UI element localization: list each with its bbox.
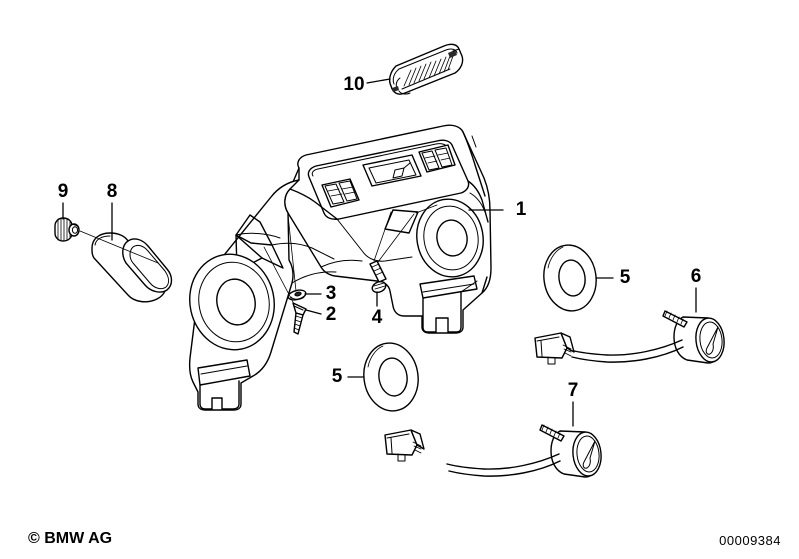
part-9-knurled-nut <box>54 217 80 242</box>
copyright-notice: © BMW AG <box>28 530 113 547</box>
pointer-to-screw-4 <box>373 211 392 262</box>
callout-number-7: 7 <box>568 380 579 401</box>
leader-2 <box>305 309 322 315</box>
part-5-speaker-bezel-ring-lower <box>363 342 419 412</box>
callout-number-3: 3 <box>326 283 337 304</box>
pointer-to-screw-2 <box>263 246 295 305</box>
pointer-to-screw-4b <box>377 213 415 263</box>
part-7-tweeter-speaker-lower <box>384 424 602 478</box>
diagram-id-number: 00009384 <box>719 533 781 548</box>
callout-number-1: 1 <box>516 199 527 220</box>
callout-number-9: 9 <box>58 181 69 202</box>
callout-number-6: 6 <box>691 266 702 287</box>
callout-number-4: 4 <box>372 307 383 328</box>
callout-number-10: 10 <box>343 74 364 95</box>
part-8-speaker-housing <box>91 232 173 303</box>
leader-10 <box>366 78 391 84</box>
part-5-speaker-bezel-ring-upper <box>543 244 597 312</box>
part-2-tapping-screw <box>292 302 307 335</box>
part-4-fillister-head-screw <box>369 260 387 294</box>
pointer-to-housing-8 <box>79 230 159 264</box>
callout-number-2: 2 <box>326 304 337 325</box>
part-6-tweeter-speaker-upper <box>534 310 725 365</box>
pointer-to-washer-3 <box>287 214 297 292</box>
callout-number-8: 8 <box>107 181 118 202</box>
callout-number-5-lower: 5 <box>332 366 343 387</box>
pointer-speaker-right <box>415 204 438 214</box>
part-1-door-trim-switch-panel <box>188 124 492 411</box>
callout-number-5-upper: 5 <box>620 267 631 288</box>
part-10-speaker-grille-cover <box>388 43 464 95</box>
callout-layer: 1 2 3 4 5 5 6 7 8 9 10 <box>58 74 702 427</box>
